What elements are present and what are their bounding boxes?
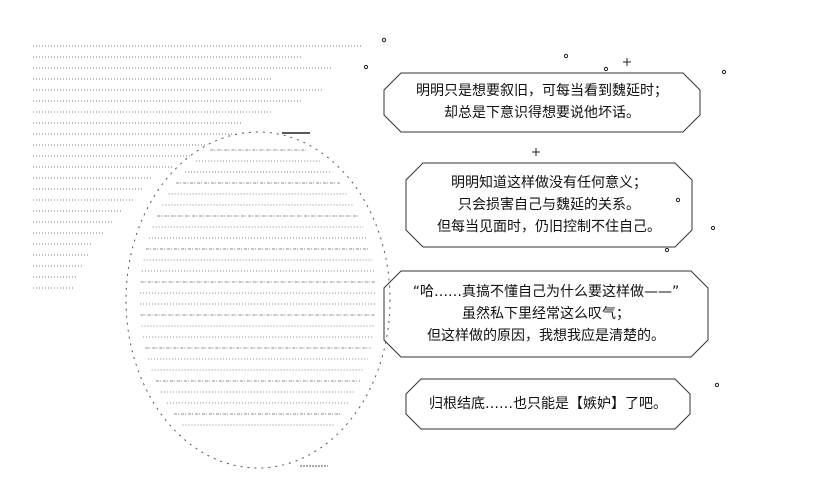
sparkle-dot-icon <box>675 197 681 203</box>
sparkle-dot-icon <box>721 69 727 75</box>
box-text-line: 但这样做的原因，我想我应是清楚的。 <box>427 328 665 344</box>
sparkle-dot-icon <box>563 53 569 59</box>
box-text-line: 但每当见面时，仍旧控制不住自己。 <box>437 219 661 235</box>
sparkle-dot-icon <box>710 225 716 231</box>
box-text-line: 只会损害自己与魏延的关系。 <box>458 197 640 213</box>
box-text-line: 却总是下意识得想要说他坏话。 <box>444 105 640 121</box>
speech-box-2: 明明知道这样做没有任何意义； 只会损害自己与魏延的关系。 但每当见面时，仍旧控制… <box>405 162 693 248</box>
sparkle-dot-icon <box>714 382 720 388</box>
box-text-line: 归根结底……也只能是【嫉妒】了吧。 <box>429 396 667 412</box>
sparkle-dot-icon <box>664 247 670 253</box>
sparkle-dot-icon <box>363 64 369 70</box>
box-text-line: 虽然私下里经常这么叹气； <box>462 306 630 322</box>
moon-circle-outline <box>125 131 391 469</box>
speech-box-3: “哈……真搞不懂自己为什么要这样做——” 虽然私下里经常这么叹气； 但这样做的原… <box>383 270 709 358</box>
speech-box-4: 归根结底……也只能是【嫉妒】了吧。 <box>405 378 691 430</box>
box-text-line: “哈……真搞不懂自己为什么要这样做——” <box>412 284 680 300</box>
sparkle-dot-icon <box>603 66 609 72</box>
box-text-line: 明明知道这样做没有任何意义； <box>451 175 647 191</box>
box-text-line: 明明只是想要叙旧，可每当看到魏延时； <box>416 83 668 99</box>
speech-box-1: 明明只是想要叙旧，可每当看到魏延时； 却总是下意识得想要说他坏话。 <box>383 72 701 133</box>
sparkle-dot-icon <box>381 37 387 43</box>
